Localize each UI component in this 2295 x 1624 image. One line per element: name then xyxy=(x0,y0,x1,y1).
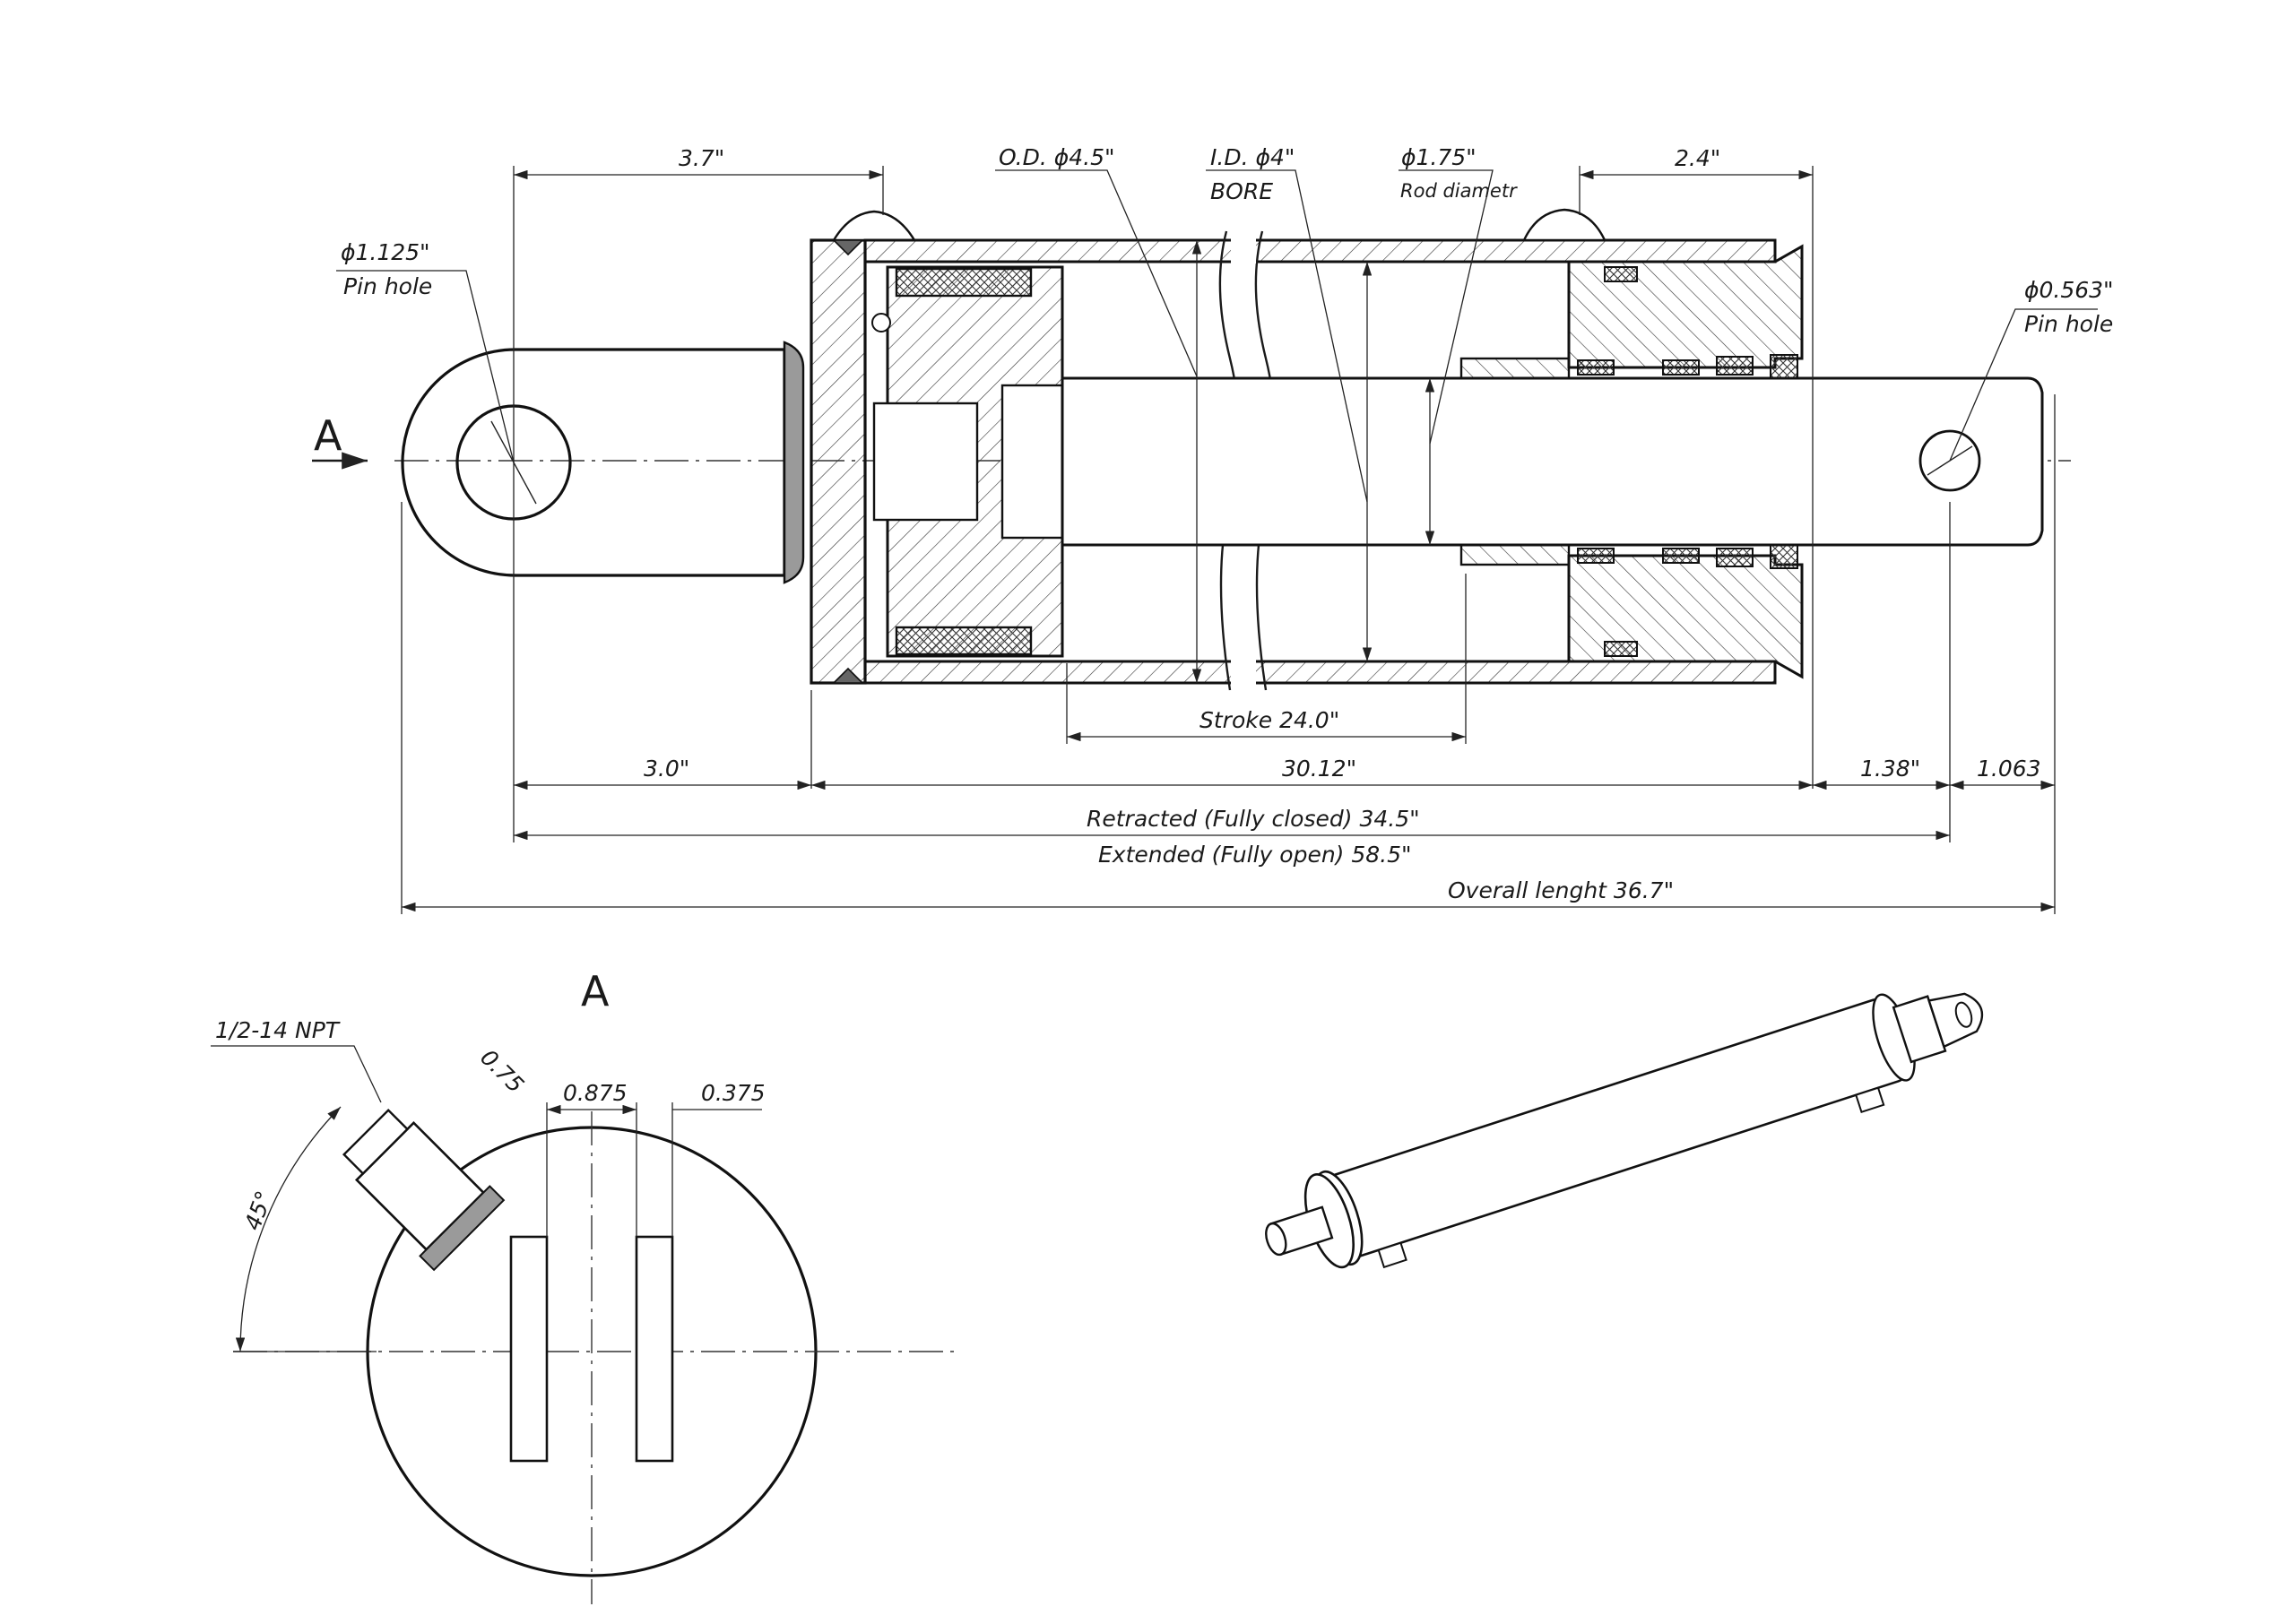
dim-rod: ϕ1.75" xyxy=(1401,144,1477,170)
dim-rod-text: Rod diametr xyxy=(1400,180,1518,202)
port-fitting xyxy=(342,1108,506,1272)
dim-1-063: 1.063 xyxy=(1977,756,2041,782)
dim-3-0: 3.0" xyxy=(644,756,689,782)
dim-2-4: 2.4" xyxy=(1675,145,1720,171)
pin-hole-left-text: Pin hole xyxy=(343,273,432,299)
dim-0-875: 0.875 xyxy=(563,1080,628,1106)
angle-45: 45° xyxy=(239,1188,277,1234)
view-a: A 0.875 0.375 1/2-14 NPT 0.75 45° xyxy=(211,967,959,1604)
dim-30-12: 30.12" xyxy=(1282,756,1356,782)
npt-label: 1/2-14 NPT xyxy=(215,1017,341,1043)
pin-hole-right-dia: ϕ0.563" xyxy=(2024,277,2114,303)
pin-hole-left-dia: ϕ1.125" xyxy=(341,239,430,265)
dim-retracted: Retracted (Fully closed) 34.5" xyxy=(1087,806,1420,832)
dim-0-75: 0.75 xyxy=(475,1044,529,1098)
dim-extended: Extended (Fully open) 58.5" xyxy=(1098,842,1412,868)
view-arrow: A xyxy=(312,411,368,470)
rear-clevis xyxy=(401,341,805,584)
dim-1-38: 1.38" xyxy=(1860,756,1920,782)
view-a-title: A xyxy=(581,967,610,1015)
rear-cap xyxy=(810,210,917,685)
pin-hole-right-text: Pin hole xyxy=(2024,311,2113,337)
rod-gland xyxy=(1459,208,1804,679)
dim-od: O.D. ϕ4.5" xyxy=(999,144,1115,170)
dim-bore: BORE xyxy=(1210,178,1273,204)
dim-0-375: 0.375 xyxy=(701,1080,766,1106)
dim-stroke: Stroke 24.0" xyxy=(1199,707,1339,733)
dim-3-7: 3.7" xyxy=(679,145,724,171)
flat-slot-left xyxy=(509,1235,549,1463)
dim-overall: Overall lenght 36.7" xyxy=(1448,877,1674,903)
dimension-lines xyxy=(336,166,2098,914)
dim-id: I.D. ϕ4" xyxy=(1210,144,1295,170)
flat-slot-right xyxy=(635,1235,674,1463)
isometric-view xyxy=(1265,992,1984,1269)
view-arrow-label: A xyxy=(314,411,342,460)
piston xyxy=(871,265,1067,658)
barrel xyxy=(863,230,1777,691)
piston-rod xyxy=(1061,376,2044,547)
section-view: A xyxy=(312,144,2114,914)
dimension-texts: ϕ1.125" Pin hole 3.7" O.D. ϕ4.5" I.D. ϕ4… xyxy=(341,144,2114,903)
